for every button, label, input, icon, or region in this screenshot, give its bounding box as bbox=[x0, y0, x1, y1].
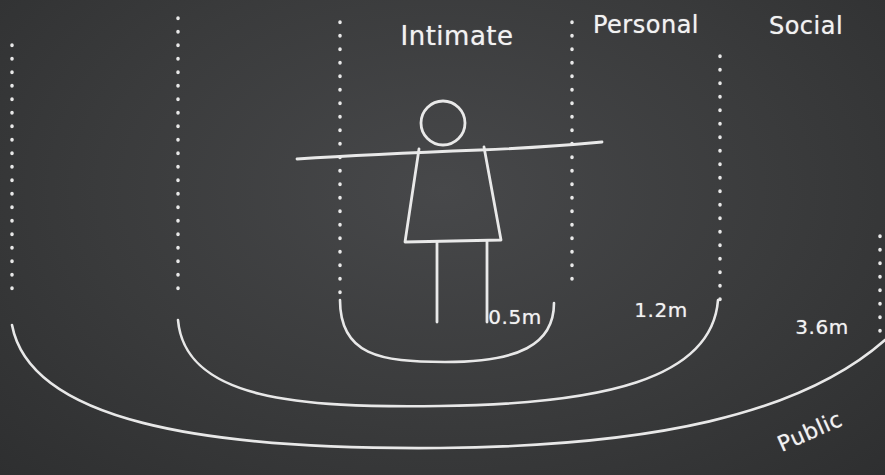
dotted-line bbox=[176, 18, 180, 300]
figure-leg bbox=[436, 242, 439, 322]
dotted-line bbox=[570, 22, 574, 282]
personal-arc bbox=[178, 300, 718, 406]
figure-leg bbox=[486, 241, 489, 322]
distance-label: 1.2m bbox=[634, 299, 687, 321]
figure-head bbox=[421, 101, 465, 145]
zone-arcs bbox=[12, 300, 885, 448]
dotted-line bbox=[338, 22, 342, 300]
figure-body bbox=[405, 147, 501, 242]
zone-boundaries bbox=[12, 18, 880, 332]
zone-label: Social bbox=[769, 13, 843, 39]
zone-label: Personal bbox=[593, 12, 699, 38]
dotted-line bbox=[718, 56, 722, 300]
dotted-line bbox=[878, 236, 882, 332]
intimate-arc bbox=[340, 300, 554, 362]
zone-label: Intimate bbox=[400, 22, 513, 51]
distance-label: 0.5m bbox=[488, 306, 541, 328]
social-arc bbox=[12, 325, 885, 448]
distance-label: 3.6m bbox=[795, 316, 848, 338]
dotted-line bbox=[10, 45, 14, 300]
zone-label: Public bbox=[774, 407, 846, 457]
figure-arms bbox=[297, 142, 602, 159]
stick-figure bbox=[297, 101, 602, 322]
